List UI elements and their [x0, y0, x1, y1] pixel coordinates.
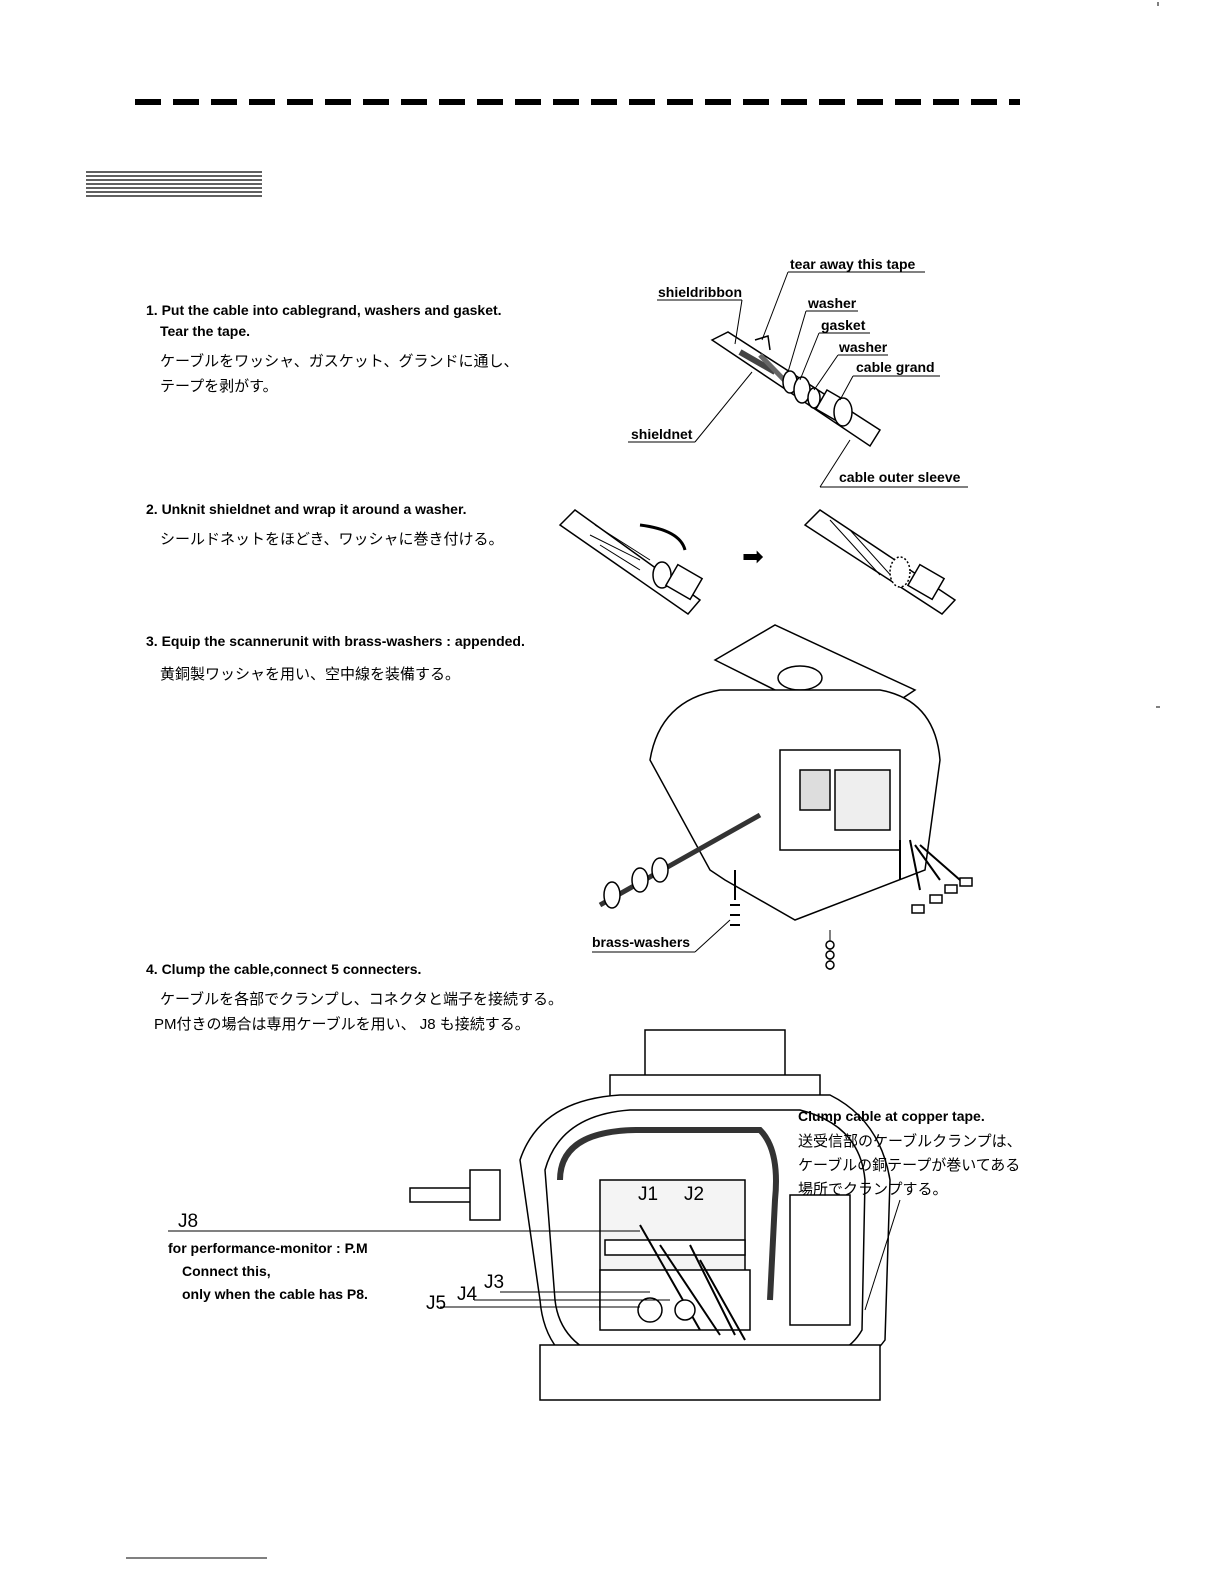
step1-text-en: 1. Put the cable into cablegrand, washer… — [146, 302, 502, 339]
label-clump-jp: 送受信部のケーブルクランプは、 ケーブルの銅テープが巻いてある 場所でクランプす… — [798, 1130, 1022, 1202]
pm-note-line3: only when the cable has P8. — [182, 1286, 368, 1302]
step1-text-jp: ケーブルをワッシャ、ガスケット、グランドに通し、 テープを剥がす。 — [160, 350, 519, 396]
step4-jp-line2: PM付きの場合は専用ケーブルを用い、 J8 も接続する。 — [154, 1016, 530, 1033]
label-washer-2: washer — [839, 339, 888, 355]
figure-scanner-unit — [592, 624, 973, 970]
step4-text-jp: ケーブルを各部でクランプし、コネクタと端子を接続する。 PM付きの場合は専用ケー… — [154, 988, 564, 1034]
step3-text-jp: 黄銅製ワッシャを用い、空中線を装備する。 — [160, 663, 460, 684]
step2-jp-line1: シールドネットをほどき、ワッシャに巻き付ける。 — [160, 531, 504, 548]
label-clump-en: Clump cable at copper tape. — [798, 1108, 985, 1124]
label-brass-washers: brass-washers — [592, 934, 691, 950]
pm-note-line2: Connect this, — [182, 1263, 271, 1279]
pm-note-line1: for performance-monitor : P.M — [168, 1240, 368, 1256]
step1-line1: 1. Put the cable into cablegrand, washer… — [146, 302, 502, 318]
label-cable-outer-sleeve: cable outer sleeve — [839, 469, 961, 485]
step3-text-en: 3. Equip the scannerunit with brass-wash… — [146, 633, 525, 649]
label-j2: J2 — [684, 1184, 705, 1205]
label-j3: J3 — [484, 1272, 505, 1293]
label-j5: J5 — [426, 1293, 447, 1314]
clump-jp-line1: 送受信部のケーブルクランプは、 — [798, 1133, 1022, 1150]
header-lines-block — [86, 171, 262, 197]
figure-open-unit — [168, 1029, 901, 1401]
step4-jp-line1: ケーブルを各部でクランプし、コネクタと端子を接続する。 — [160, 991, 564, 1008]
step1-jp-line2: テープを剥がす。 — [160, 378, 278, 395]
label-j8: J8 — [178, 1211, 199, 1232]
figure-cable-assembly — [628, 271, 968, 488]
step1-jp-line1: ケーブルをワッシャ、ガスケット、グランドに通し、 — [160, 353, 519, 370]
step2-text-en: 2. Unknit shieldnet and wrap it around a… — [146, 501, 467, 517]
label-washer-1: washer — [808, 295, 857, 311]
step4-line1: 4. Clump the cable,connect 5 connecters. — [146, 961, 422, 977]
label-j4: J4 — [457, 1284, 478, 1305]
clump-jp-line2: ケーブルの銅テープが巻いてある — [798, 1157, 1021, 1174]
label-cable-grand: cable grand — [856, 359, 935, 375]
step1-line2: Tear the tape. — [160, 323, 250, 339]
label-gasket: gasket — [821, 317, 866, 333]
figure-shieldnet-wrap — [558, 509, 957, 616]
label-j1: J1 — [638, 1184, 659, 1205]
step2-line1: 2. Unknit shieldnet and wrap it around a… — [146, 501, 467, 517]
label-tear-tape: tear away this tape — [790, 256, 916, 272]
label-shieldribbon: shieldribbon — [658, 284, 742, 300]
clump-jp-line3: 場所でクランプする。 — [798, 1181, 948, 1198]
step3-jp-line1: 黄銅製ワッシャを用い、空中線を装備する。 — [160, 666, 461, 683]
label-shieldnet: shieldnet — [631, 426, 693, 442]
right-arrow-icon: ➡ — [742, 542, 764, 572]
step3-line1: 3. Equip the scannerunit with brass-wash… — [146, 633, 525, 649]
step4-text-en: 4. Clump the cable,connect 5 connecters. — [146, 961, 421, 977]
step2-text-jp: シールドネットをほどき、ワッシャに巻き付ける。 — [160, 528, 504, 549]
pm-note: for performance-monitor : P.M Connect th… — [168, 1237, 368, 1306]
